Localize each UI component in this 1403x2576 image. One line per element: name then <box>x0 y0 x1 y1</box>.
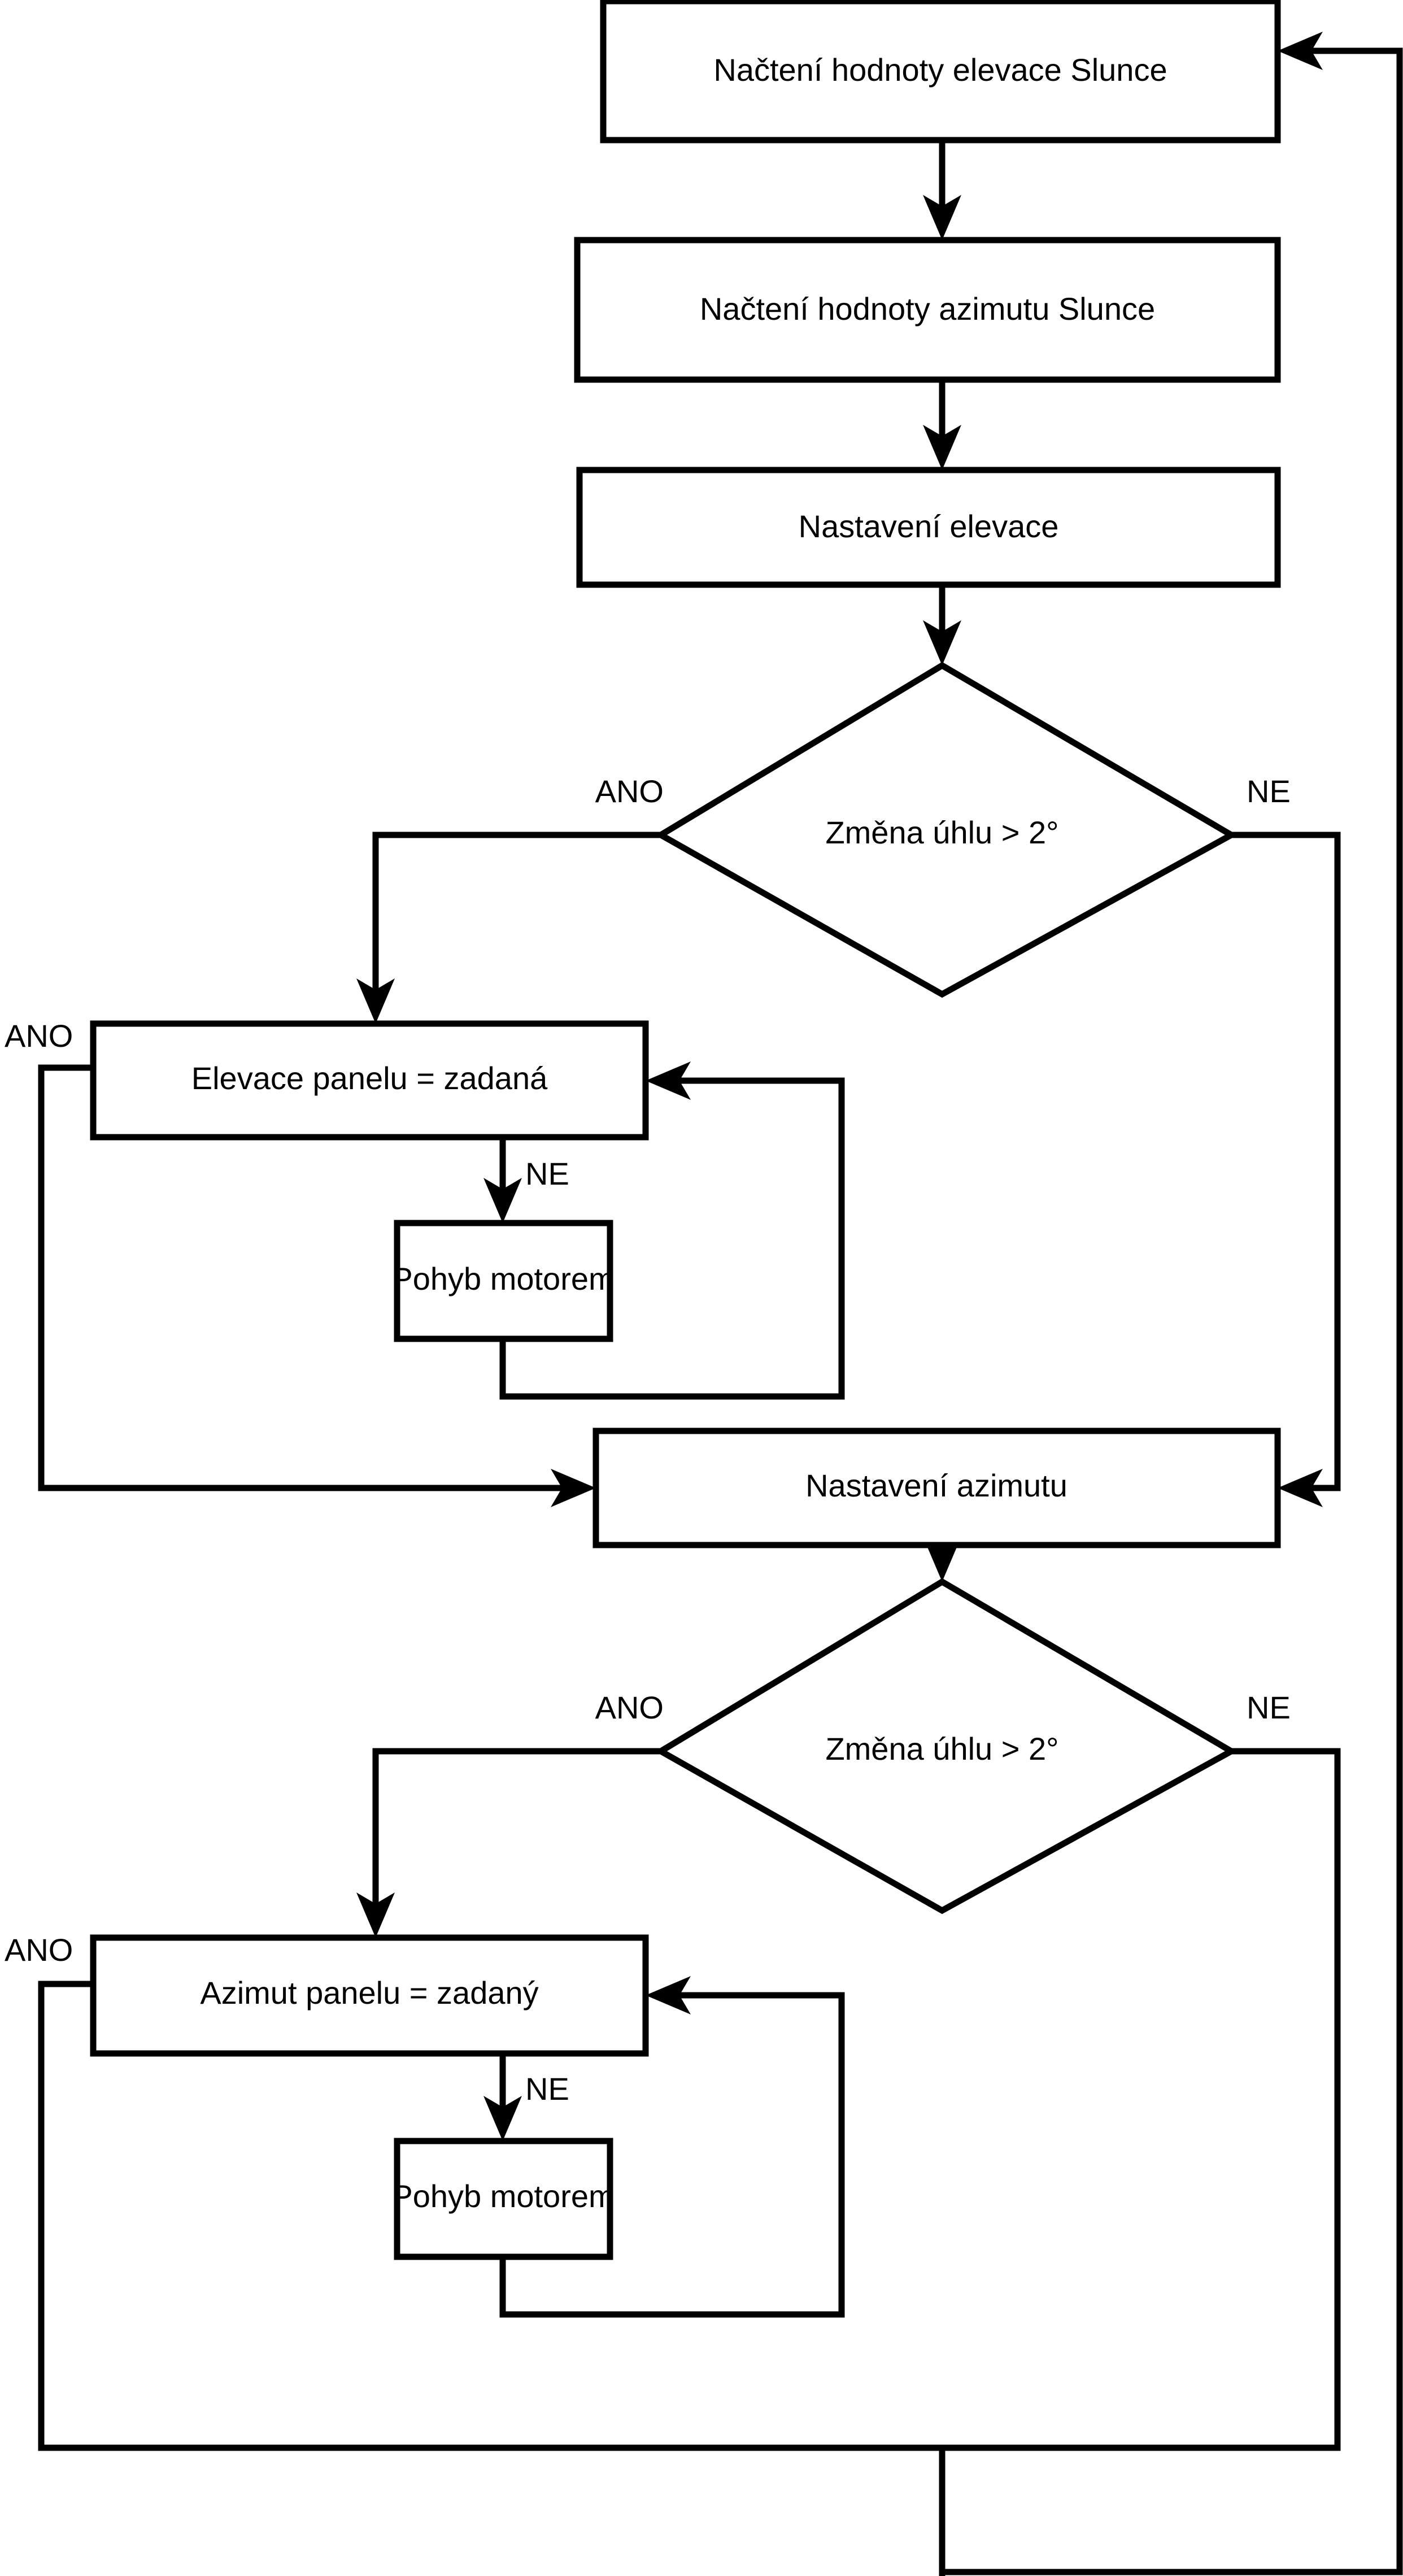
node-decision-elevation[interactable]: Změna úhlu > 2° <box>655 662 1238 998</box>
arrowhead-set-elevation <box>923 425 961 470</box>
node-read-elevation-shape <box>600 0 1281 143</box>
edge-label-azim-equals-yes: ANO <box>5 1932 73 1968</box>
node-motor-elevation-label: Pohyb motorem <box>391 1261 615 1296</box>
edge-motor-azim-feedback <box>499 1992 845 2318</box>
node-azimuth-equals-shape <box>90 1934 649 2057</box>
node-elevation-equals-shape <box>90 1020 649 1141</box>
node-set-elevation-label: Nastavení elevace <box>799 508 1059 544</box>
arrowhead-decision-elev <box>923 620 961 665</box>
node-motor-azimuth-label: Pohyb motorem <box>391 2178 615 2214</box>
edge-decision-elev-yes <box>372 832 661 1009</box>
arrowhead-elev-equals-top <box>356 978 395 1024</box>
node-read-azimuth-shape <box>574 237 1281 383</box>
node-read-elevation[interactable]: Načtení hodnoty elevace Slunce <box>600 0 1281 143</box>
edge-label-decision-elev-no: NE <box>1247 773 1291 809</box>
node-decision-azimuth-shape <box>655 1578 1238 1914</box>
node-decision-elevation-label: Změna úhlu > 2° <box>825 815 1058 850</box>
edge-label-elev-equals-yes: ANO <box>5 1018 73 1054</box>
arrowhead-set-azimuth-left <box>551 1469 596 1507</box>
edge-decision-elev-no <box>1231 832 1341 1491</box>
arrowhead-motor-elev <box>483 1178 522 1223</box>
arrowhead-azim-equals-right <box>646 1976 691 2014</box>
arrowhead-set-azimuth-right <box>1278 1469 1323 1507</box>
node-decision-elevation-shape <box>655 662 1238 998</box>
arrowhead-read-azimuth <box>923 195 961 240</box>
node-set-elevation[interactable]: Nastavení elevace <box>576 467 1281 588</box>
arrowhead-read-elevation-right <box>1278 32 1323 70</box>
node-motor-azimuth[interactable]: Pohyb motorem <box>391 2138 615 2260</box>
edge-motor-elev-feedback <box>499 1077 845 1400</box>
arrowhead-azim-equals-top <box>356 1892 395 1938</box>
node-motor-elevation-shape <box>394 1220 613 1342</box>
node-read-azimuth[interactable]: Načtení hodnoty azimutu Slunce <box>574 237 1281 383</box>
node-decision-azimuth[interactable]: Změna úhlu > 2° <box>655 1578 1238 1914</box>
node-set-elevation-shape <box>576 467 1281 588</box>
node-read-azimuth-label: Načtení hodnoty azimutu Slunce <box>700 291 1155 327</box>
node-motor-elevation[interactable]: Pohyb motorem <box>391 1220 615 1342</box>
node-decision-azimuth-label: Změna úhlu > 2° <box>825 1731 1058 1766</box>
arrowhead-motor-azim <box>483 2096 522 2141</box>
node-azimuth-equals[interactable]: Azimut panelu = zadaný <box>90 1934 649 2057</box>
edge-label-elev-equals-no: NE <box>525 1156 569 1191</box>
node-set-azimuth-label: Nastavení azimutu <box>805 1468 1068 1503</box>
node-elevation-equals[interactable]: Elevace panelu = zadaná <box>90 1020 649 1141</box>
arrowhead-elev-equals-right <box>646 1061 691 1100</box>
edge-label-azim-equals-no: NE <box>525 2071 569 2107</box>
node-set-azimuth[interactable]: Nastavení azimutu <box>592 1428 1281 1548</box>
edge-label-decision-azim-yes: ANO <box>595 1690 664 1725</box>
node-motor-azimuth-shape <box>394 2138 613 2260</box>
edge-azim-equals-yes <box>38 1981 942 2451</box>
node-elevation-equals-label: Elevace panelu = zadaná <box>191 1060 548 1096</box>
node-azimuth-equals-label: Azimut panelu = zadaný <box>200 1975 538 2011</box>
node-set-azimuth-shape <box>592 1428 1281 1548</box>
edge-global-return-to-start <box>939 47 1403 2575</box>
edge-decision-azim-yes <box>372 1748 661 1924</box>
edge-elev-equals-yes <box>38 1064 582 1491</box>
edge-label-decision-elev-yes: ANO <box>595 773 664 809</box>
node-read-elevation-label: Načtení hodnoty elevace Slunce <box>713 52 1167 88</box>
edge-label-decision-azim-no: NE <box>1247 1690 1291 1725</box>
